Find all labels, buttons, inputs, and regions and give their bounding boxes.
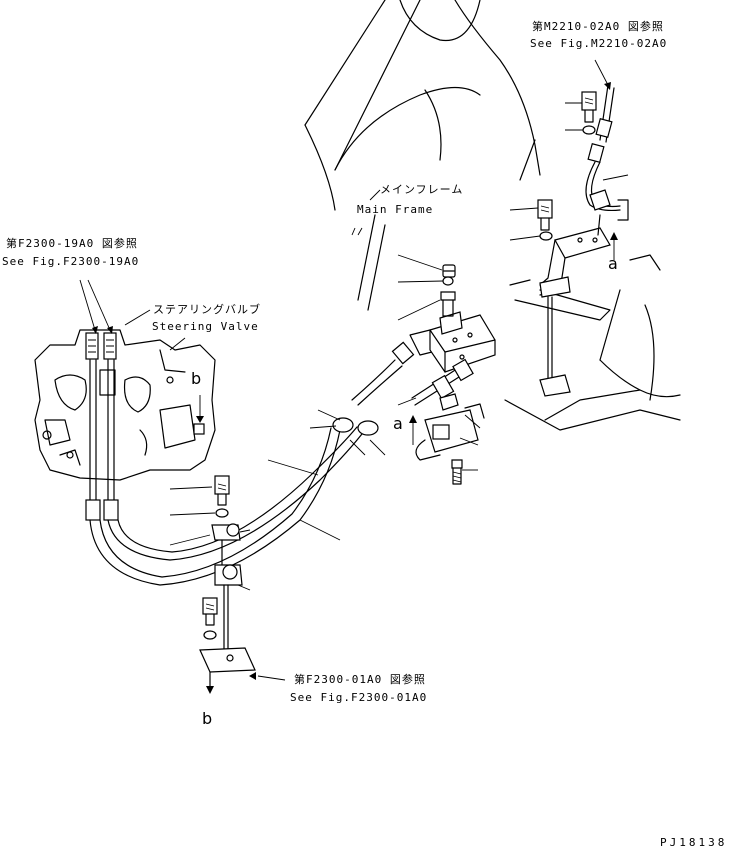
ref-m2210-en: See Fig.M2210-02A0 [530,37,668,50]
hoses-left [85,359,366,586]
ref-letter-a-top: a [608,254,618,273]
ref-letter-b-valve: b [191,369,202,388]
ref-m2210-jp: 第M2210-02A0 図参照 [532,20,664,33]
ref-letter-b-bottom: b [202,709,213,728]
leader-lines [79,59,629,681]
ref-f2300-01-jp: 第F2300-01A0 図参照 [294,673,426,686]
drawing-code: PJ18138 [660,836,728,849]
right-bracket [509,199,611,397]
ref-letter-a-mid: a [393,414,403,433]
reference-arrows [196,232,618,445]
main-frame-label-en: Main Frame [357,203,434,216]
ref-f2300-19-jp: 第F2300-19A0 図参照 [6,237,138,250]
main-frame-label-jp: メインフレーム [380,183,464,196]
steering-valve-label-jp: ステアリングバルブ [153,303,261,316]
steering-valve-body [34,329,216,481]
ref-f2300-19-en: See Fig.F2300-19A0 [2,255,140,268]
steering-valve-label-en: Steering Valve [152,320,259,333]
manifold-block [411,311,496,461]
upper-right-fittings [581,84,629,236]
lower-bracket [199,475,256,694]
small-fittings-center [440,264,463,485]
center-fittings [332,329,441,436]
ref-f2300-01-en: See Fig.F2300-01A0 [290,691,428,704]
main-frame-outline [304,0,681,431]
